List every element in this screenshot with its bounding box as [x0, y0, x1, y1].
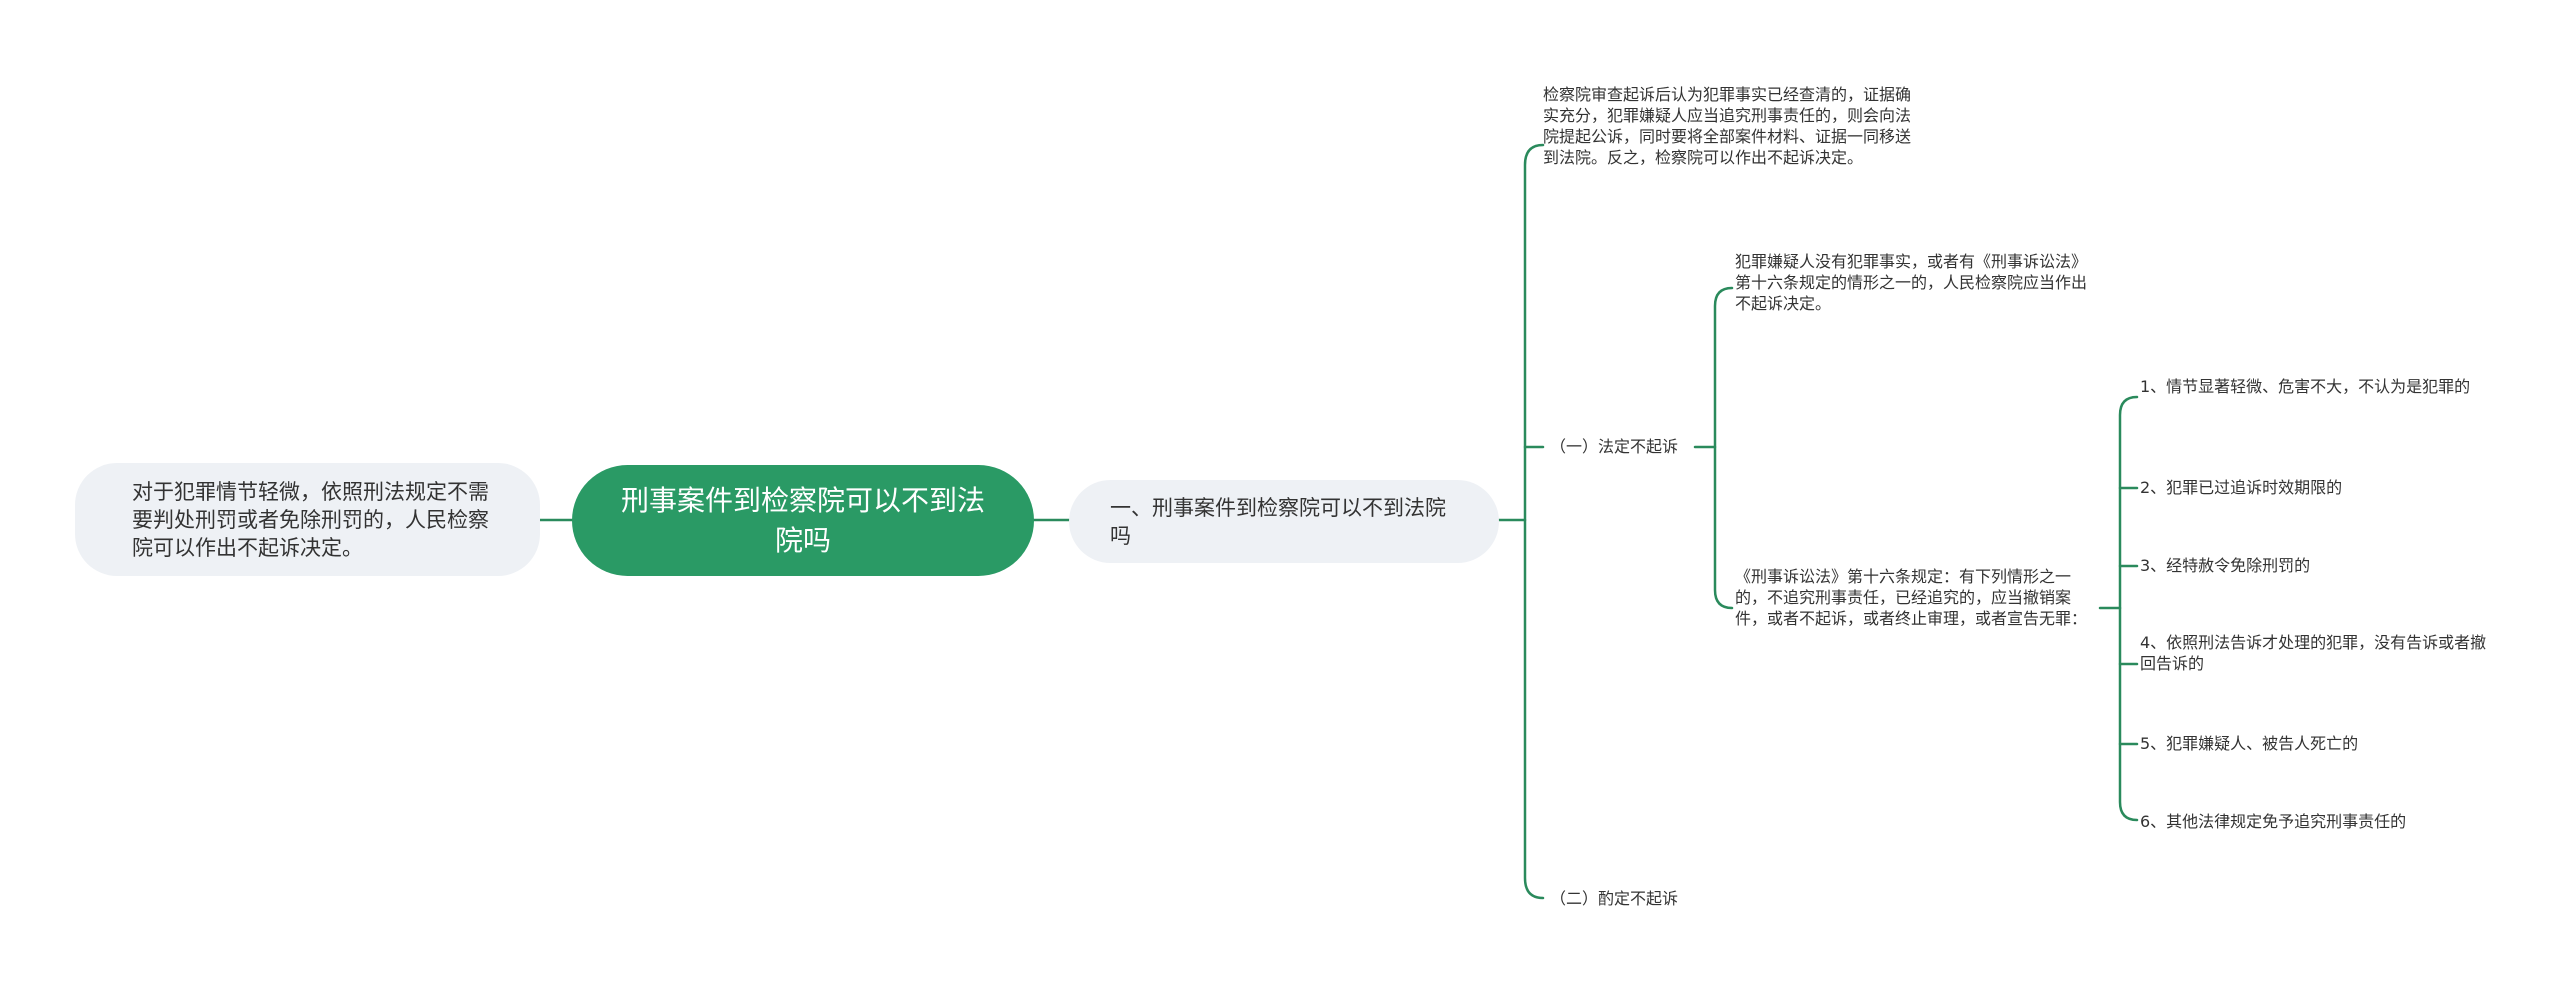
leaf-item-3[interactable]: 3、经特赦令免除刑罚的 [2140, 556, 2311, 575]
subtopic-no-criminal-fact[interactable]: 犯罪嫌疑人没有犯罪事实，或者有《刑事诉讼法》第十六条规定的情形之一的，人民检察院… [1735, 252, 2088, 313]
subtopic-article-16[interactable]: 《刑事诉讼法》第十六条规定：有下列情形之一的，不追究刑事责任，已经追究的，应当撤… [1735, 567, 2088, 628]
root-topic[interactable]: 刑事案件到检察院可以不到法院吗 [572, 465, 1034, 576]
left-branch-label: 对于犯罪情节轻微，依照刑法规定不需要判处刑罚或者免除刑罚的，人民检察院可以作出不… [132, 479, 489, 560]
leaf-item-5[interactable]: 5、犯罪嫌疑人、被告人死亡的 [2140, 734, 2359, 753]
subtopic-prosecution-review[interactable]: 检察院审查起诉后认为犯罪事实已经查清的，证据确实充分，犯罪嫌疑人应当追究刑事责任… [1543, 85, 1912, 167]
root-topic-label: 刑事案件到检察院可以不到法院吗 [620, 483, 985, 557]
leaf-item-1[interactable]: 1、情节显著轻微、危害不大，不认为是犯罪的 [2140, 377, 2471, 396]
leaf-item-6[interactable]: 6、其他法律规定免予追究刑事责任的 [2140, 812, 2407, 831]
main-branch-label: 一、刑事案件到检察院可以不到法院吗 [1110, 495, 1446, 548]
leaf-item-2[interactable]: 2、犯罪已过追诉时效期限的 [2140, 478, 2343, 497]
subtopic-discretionary-non-prosecution[interactable]: （二）酌定不起诉 [1550, 889, 1679, 908]
left-branch-node[interactable]: 对于犯罪情节轻微，依照刑法规定不需要判处刑罚或者免除刑罚的，人民检察院可以作出不… [75, 463, 540, 576]
subtopic-statutory-non-prosecution[interactable]: （一）法定不起诉 [1550, 437, 1679, 456]
leaf-item-4[interactable]: 4、依照刑法告诉才处理的犯罪，没有告诉或者撤回告诉的 [2140, 633, 2487, 673]
main-branch-node[interactable]: 一、刑事案件到检察院可以不到法院吗 [1069, 480, 1499, 563]
